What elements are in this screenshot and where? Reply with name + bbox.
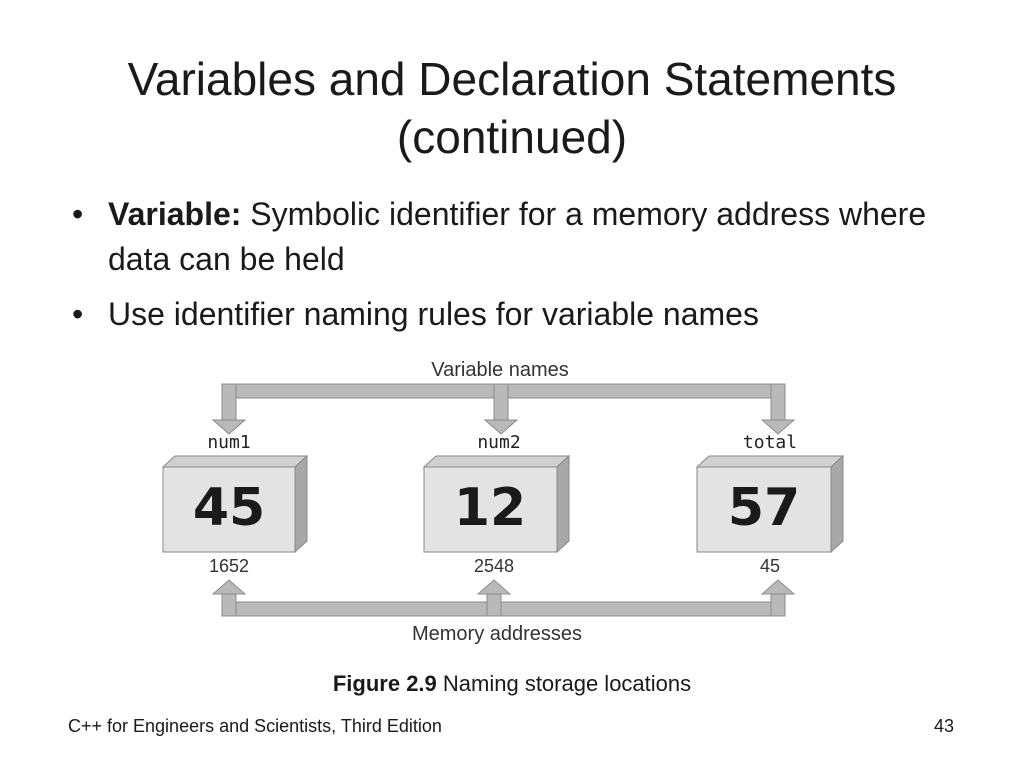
storage-diagram-svg: Variable names num1 num2 total 45 12 57 … <box>161 359 845 645</box>
memory-value-num1: 45 <box>193 478 265 538</box>
down-arrow-head-icon <box>211 419 247 435</box>
variable-name-num1: num1 <box>207 432 250 453</box>
memory-address-total: 45 <box>760 556 780 576</box>
figure-caption-number: Figure 2.9 <box>332 671 437 696</box>
memory-box-num1: 45 <box>161 454 309 554</box>
down-arrow-head-icon <box>760 419 796 435</box>
memory-addresses-label: Memory addresses <box>412 623 582 645</box>
variable-names-label: Variable names <box>431 359 568 381</box>
slide-title-line2: (continued) <box>396 111 628 163</box>
up-arrow-head-icon <box>760 579 796 595</box>
top-left-stem <box>221 383 237 425</box>
variable-names-arrows <box>211 383 796 435</box>
storage-diagram: Variable names num1 num2 total 45 12 57 … <box>0 340 1024 660</box>
bullet-list: • Variable: Symbolic identifier for a me… <box>72 192 972 347</box>
memory-box-total: 57 <box>695 454 845 554</box>
up-arrow-head-icon <box>476 579 512 595</box>
bullet-text: Symbolic identifier for a memory address… <box>108 196 927 277</box>
slide-title: Variables and Declaration Statements (co… <box>0 50 1024 166</box>
up-arrow-head-icon <box>211 579 247 595</box>
memory-box-num2: 12 <box>422 454 571 554</box>
bullet-term: Variable: <box>108 196 242 232</box>
memory-address-num1: 1652 <box>209 556 249 576</box>
bullet-item-variable: • Variable: Symbolic identifier for a me… <box>72 192 972 282</box>
memory-value-total: 57 <box>728 478 800 538</box>
footer-book-title: C++ for Engineers and Scientists, Third … <box>68 716 442 736</box>
down-arrow-head-icon <box>483 419 519 435</box>
memory-address-num2: 2548 <box>474 556 514 576</box>
bullet-item-naming-rules: • Use identifier naming rules for variab… <box>72 292 972 337</box>
figure-caption-text: Naming storage locations <box>436 671 692 696</box>
bullet-text: Use identifier naming rules for variable… <box>108 296 759 332</box>
slide-title-line1: Variables and Declaration Statements <box>127 53 897 105</box>
top-middle-stem <box>493 383 509 425</box>
memory-addresses-arrows <box>211 579 796 617</box>
top-right-stem <box>770 383 786 425</box>
bottom-bar <box>221 601 786 617</box>
memory-value-num2: 12 <box>454 478 526 538</box>
variable-name-total: total <box>743 432 797 453</box>
bullet-dot-icon: • <box>72 196 84 232</box>
bullet-dot-icon: • <box>72 296 84 332</box>
footer-page-number: 43 <box>933 716 954 736</box>
figure-caption: Figure 2.9 Naming storage locations <box>0 671 1024 697</box>
variable-name-num2: num2 <box>477 432 520 453</box>
